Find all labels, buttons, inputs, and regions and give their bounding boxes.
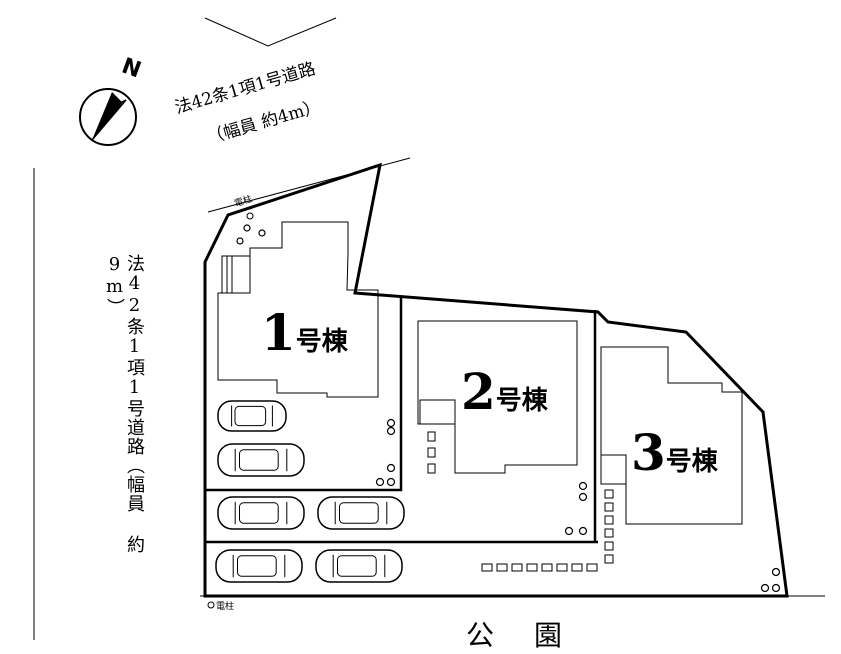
house-1-suffix: 号棟 <box>295 327 348 357</box>
site-boundary <box>203 162 789 598</box>
parked-car <box>217 400 287 432</box>
parked-car <box>317 496 405 530</box>
house-1-label: 1号棟 <box>261 303 348 362</box>
stepping-stones-2 <box>427 431 436 474</box>
shrubs <box>236 224 781 593</box>
stepping-stones-3 <box>481 489 614 572</box>
house-2-number: 2 <box>461 362 496 421</box>
parked-car <box>315 549 403 583</box>
utility-pole-top-icon <box>246 212 254 220</box>
park-label: 公園 <box>466 619 603 652</box>
parked-car <box>217 496 305 530</box>
house-1-footprint <box>217 221 379 398</box>
house-3-number: 3 <box>631 423 666 482</box>
house-2-porch <box>419 399 456 425</box>
parked-car <box>215 549 303 583</box>
house-3-label: 3号棟 <box>631 423 718 482</box>
road-edge-top <box>204 17 337 47</box>
parking-cars <box>215 400 405 583</box>
utility-pole-bottom-label: 電柱 <box>216 602 235 612</box>
house-1-porch <box>221 255 251 294</box>
north-arrow-icon <box>79 88 137 146</box>
parked-car <box>217 443 305 477</box>
house-3-porch <box>600 454 627 485</box>
house-1-number: 1 <box>261 303 296 362</box>
utility-pole-bottom-icon <box>207 601 215 609</box>
road-west-label: 法42条1項1号道路（幅員 約9m） <box>104 254 145 554</box>
lot-line-1-2 <box>205 298 403 492</box>
house-2-suffix: 号棟 <box>495 386 548 416</box>
house-2-label: 2号棟 <box>461 362 548 421</box>
house-3-suffix: 号棟 <box>665 447 718 477</box>
